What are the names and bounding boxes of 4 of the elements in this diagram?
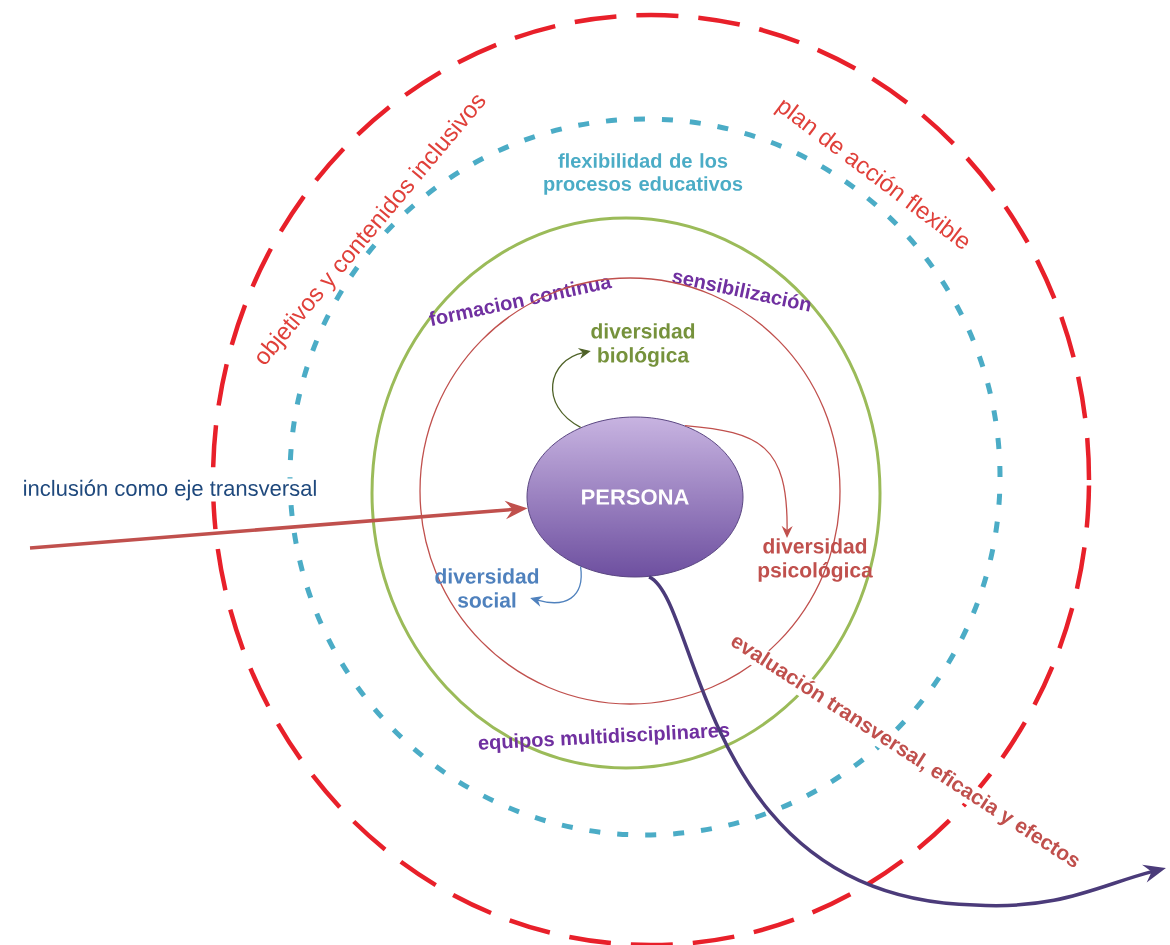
diversity-label: diversidad biológica bbox=[591, 323, 695, 367]
arrow bbox=[684, 424, 793, 538]
ring-label: flexibilidad de los procesos educativos bbox=[544, 153, 743, 195]
edge-label: inclusión como eje transversal bbox=[21, 478, 319, 502]
